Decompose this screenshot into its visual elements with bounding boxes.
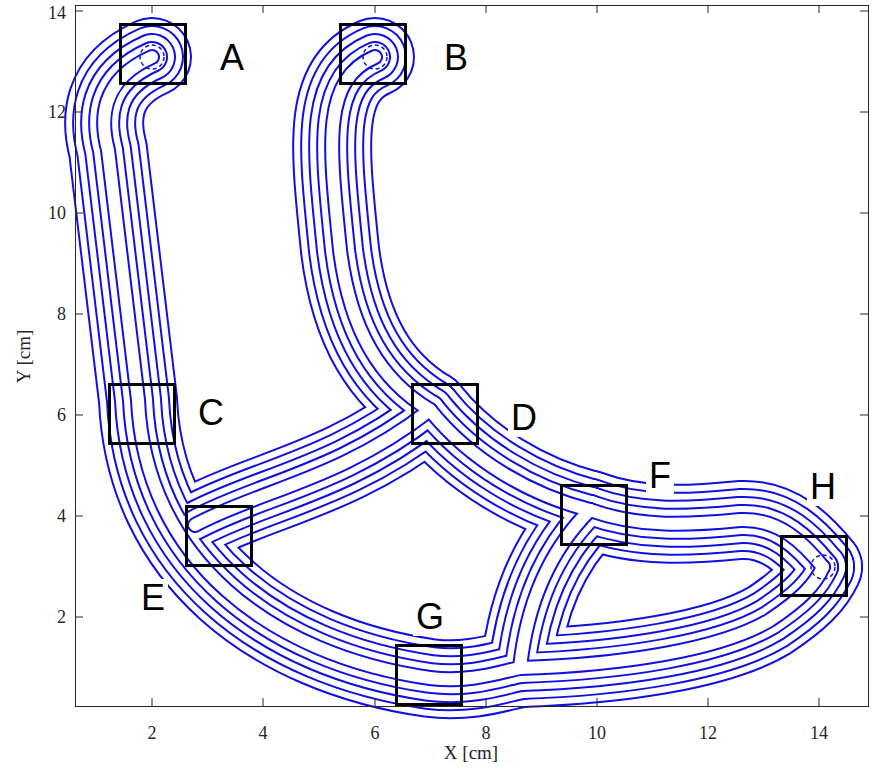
region-letter: B — [441, 39, 471, 77]
region-letter: F — [646, 457, 674, 495]
region-box: E — [185, 505, 253, 567]
region-box: C — [108, 383, 176, 445]
region-box: B — [339, 23, 407, 85]
tick-label: 8 — [57, 305, 66, 323]
tick-label: 6 — [57, 406, 66, 424]
contour-lines — [104, 57, 823, 679]
region-box: D — [411, 383, 479, 445]
axis-title: Y [cm] — [15, 329, 34, 383]
tick-label: 6 — [371, 724, 380, 742]
tick-label: 10 — [588, 724, 606, 742]
tick-label: 12 — [699, 724, 717, 742]
tick-label: 14 — [48, 4, 66, 22]
tick-label: 2 — [148, 724, 157, 742]
tick-label: 8 — [482, 724, 491, 742]
region-box: G — [395, 644, 463, 706]
region-letter: C — [195, 394, 227, 432]
hole-circles — [140, 45, 835, 579]
axes — [75, 5, 869, 707]
region-letter: A — [217, 39, 247, 77]
region-letter: G — [413, 598, 447, 636]
tick-label: 12 — [48, 103, 66, 121]
tick-label: 14 — [810, 724, 828, 742]
axis-title: X [cm] — [444, 743, 498, 762]
region-letter: D — [508, 399, 540, 437]
tick-label: 2 — [57, 608, 66, 626]
tick-label: 4 — [57, 507, 66, 525]
region-letter: H — [807, 468, 839, 506]
tick-label: 10 — [48, 204, 66, 222]
region-letter: E — [138, 579, 168, 617]
region-box: A — [119, 23, 187, 85]
tick-label: 4 — [259, 724, 268, 742]
region-box: H — [780, 535, 848, 597]
region-box: F — [560, 484, 628, 546]
